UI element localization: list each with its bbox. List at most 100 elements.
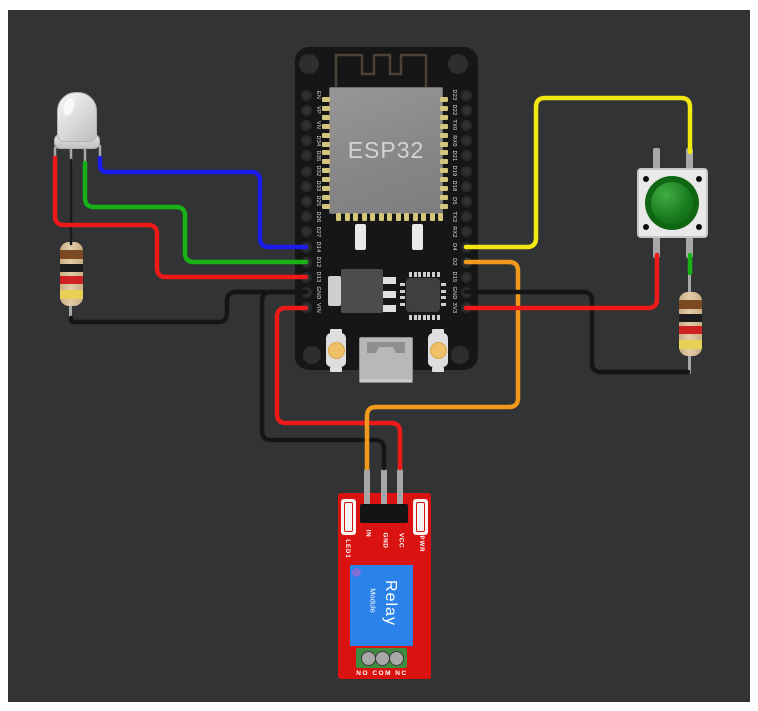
module-pad bbox=[440, 194, 448, 200]
wire-3v3-button-red[interactable] bbox=[463, 252, 660, 311]
esp32-pin-D35[interactable] bbox=[300, 150, 312, 162]
esp32-pin-VP[interactable] bbox=[300, 104, 312, 116]
module-pad bbox=[440, 114, 448, 120]
resistor-band bbox=[60, 264, 83, 272]
module-pad bbox=[336, 213, 341, 221]
push-button[interactable] bbox=[637, 130, 708, 258]
wire-led-green-d12[interactable] bbox=[82, 160, 309, 265]
resistor-band bbox=[679, 314, 702, 322]
chip-pin bbox=[436, 272, 440, 277]
module-pad bbox=[370, 213, 375, 221]
chip-pin bbox=[418, 315, 422, 320]
module-pad bbox=[322, 97, 330, 102]
module-pad bbox=[440, 132, 448, 138]
boot-button-tab bbox=[432, 329, 444, 334]
module-pad bbox=[353, 213, 358, 221]
esp32-pin-TX0[interactable] bbox=[460, 119, 472, 131]
chip-pin bbox=[432, 272, 435, 277]
chip-pin bbox=[400, 289, 405, 293]
relay-pin-IN[interactable] bbox=[364, 468, 370, 523]
chip-pin bbox=[441, 289, 446, 293]
module-pad bbox=[322, 123, 330, 129]
wire-led-gnd-black[interactable] bbox=[68, 289, 309, 325]
voltage-regulator bbox=[341, 269, 383, 313]
resistor-body bbox=[60, 242, 83, 306]
wire-gnd-relay-black[interactable] bbox=[259, 289, 387, 471]
resistor-band bbox=[679, 326, 702, 334]
esp32-pin-VN[interactable] bbox=[300, 119, 312, 131]
wire-d4-button-yellow[interactable] bbox=[463, 95, 693, 250]
module-pad bbox=[395, 213, 401, 221]
button-screw bbox=[696, 176, 702, 182]
esp32-pin-RX2[interactable] bbox=[460, 226, 472, 238]
module-pad bbox=[440, 123, 448, 129]
esp32-pin-D5[interactable] bbox=[460, 195, 472, 207]
relay-box bbox=[350, 565, 413, 646]
resistor-band bbox=[60, 250, 83, 259]
wire-d2-relay-orange[interactable] bbox=[364, 259, 521, 471]
chip-pin bbox=[436, 315, 440, 320]
button-cap[interactable] bbox=[651, 182, 693, 224]
wire-button-resistor-black[interactable] bbox=[463, 289, 691, 375]
regulator-leg bbox=[383, 305, 396, 312]
esp32-pin-TX2[interactable] bbox=[460, 211, 472, 223]
module-pad bbox=[429, 213, 435, 221]
led-resistor[interactable] bbox=[59, 238, 84, 322]
smd-component bbox=[355, 224, 366, 250]
esp32-pin-D25[interactable] bbox=[300, 195, 312, 207]
chip-pin bbox=[441, 302, 446, 306]
wire-led-blue-d14[interactable] bbox=[97, 155, 309, 250]
resistor-band bbox=[679, 340, 702, 349]
boot-button-cap[interactable] bbox=[430, 342, 447, 359]
esp32-pin-D21[interactable] bbox=[460, 150, 472, 162]
chip-pin bbox=[422, 272, 426, 277]
chip-pin bbox=[400, 302, 405, 306]
module-pad bbox=[440, 105, 448, 111]
relay-pin-VCC[interactable] bbox=[397, 468, 403, 523]
rgb-led[interactable] bbox=[40, 85, 115, 165]
smd-component bbox=[412, 224, 423, 250]
module-pad bbox=[440, 97, 448, 102]
module-pad bbox=[344, 213, 350, 221]
module-pad bbox=[440, 177, 448, 183]
chip-pin bbox=[432, 315, 435, 320]
esp32-pin-EN[interactable] bbox=[300, 89, 312, 101]
wire-led-red-d13[interactable] bbox=[52, 155, 309, 280]
esp32-pin-D27[interactable] bbox=[300, 226, 312, 238]
module-pad bbox=[440, 159, 448, 165]
button-screw bbox=[696, 224, 702, 230]
module-pad bbox=[322, 177, 330, 183]
led-dome bbox=[57, 92, 97, 142]
esp32-pin-RX0[interactable] bbox=[460, 135, 472, 147]
esp32-pin-D15[interactable] bbox=[460, 271, 472, 283]
en-button-cap[interactable] bbox=[328, 342, 345, 359]
mount-hole-bl bbox=[303, 346, 321, 364]
mount-hole-tl bbox=[299, 54, 319, 74]
resistor-band bbox=[60, 276, 83, 284]
mount-hole-br bbox=[451, 346, 469, 364]
module-pad bbox=[404, 213, 409, 221]
resistor-band bbox=[60, 290, 83, 299]
boot-button-tab bbox=[432, 367, 444, 372]
relay-status-led-right bbox=[413, 499, 428, 535]
relay-status-led-left bbox=[341, 499, 356, 535]
chip-pin bbox=[400, 283, 405, 286]
esp32-pin-D23[interactable] bbox=[460, 89, 472, 101]
esp32-pin-D18[interactable] bbox=[460, 180, 472, 192]
esp32-pin-D34[interactable] bbox=[300, 135, 312, 147]
button-leg bbox=[686, 148, 693, 170]
esp32-pin-D22[interactable] bbox=[460, 104, 472, 116]
esp32-pin-D26[interactable] bbox=[300, 211, 312, 223]
wire-vin-relay-red[interactable] bbox=[274, 305, 403, 471]
esp32-pin-D33[interactable] bbox=[300, 180, 312, 192]
esp32-pin-D19[interactable] bbox=[460, 165, 472, 177]
resistor-lead bbox=[688, 271, 691, 296]
terminal-screw-nc[interactable] bbox=[389, 651, 404, 666]
module-pad bbox=[438, 213, 443, 221]
button-resistor[interactable] bbox=[678, 269, 703, 374]
module-pad bbox=[440, 141, 448, 147]
module-pad bbox=[322, 132, 330, 138]
esp32-pin-D32[interactable] bbox=[300, 165, 312, 177]
relay-pin-GND[interactable] bbox=[381, 468, 387, 523]
